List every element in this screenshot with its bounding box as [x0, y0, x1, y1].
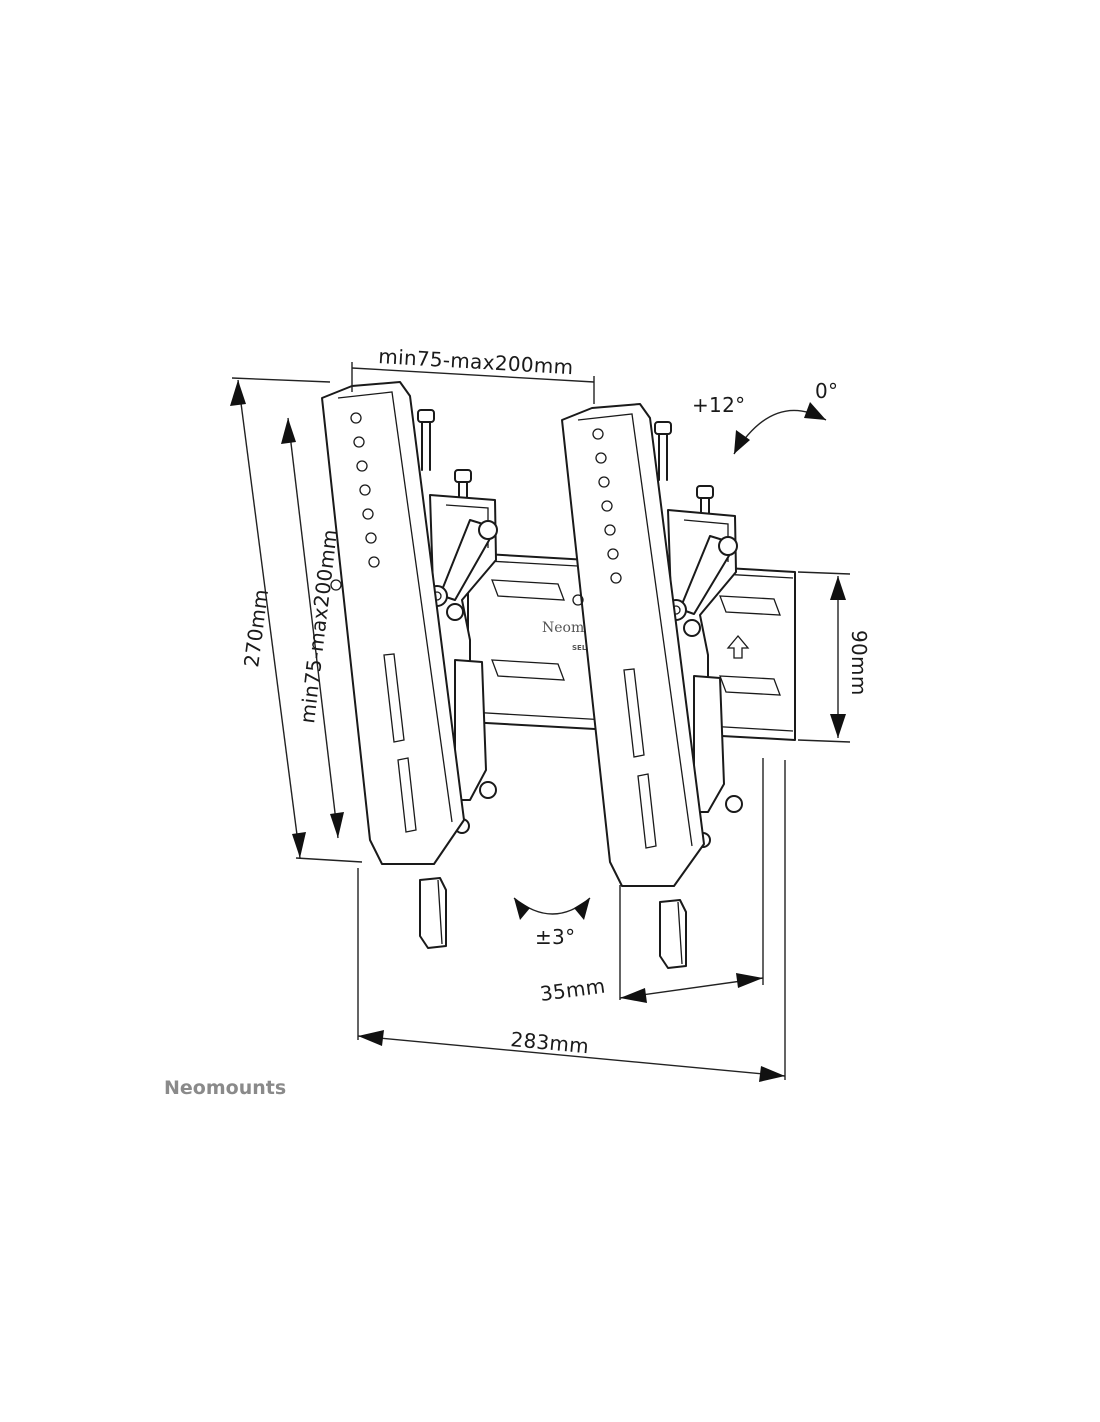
label-total-width: 283mm	[510, 1027, 591, 1058]
label-top-width: min75-max200mm	[378, 344, 574, 379]
plate-sub: SELE	[572, 644, 591, 652]
label-outer-height: 270mm	[239, 588, 273, 669]
left-strip	[321, 381, 465, 949]
label-roll: ±3°	[535, 925, 575, 949]
plate-logo: Neom	[542, 620, 584, 636]
label-plate-height: 90mm	[847, 630, 871, 696]
brand-logo: Neomounts	[164, 1077, 286, 1099]
dimension-lines	[230, 362, 851, 1082]
label-tilt-up: +12°	[692, 393, 745, 417]
right-strip	[561, 403, 705, 969]
label-tilt-zero: 0°	[815, 379, 838, 403]
label-inner-height: min75-max200mm	[295, 528, 342, 725]
label-depth: 35mm	[539, 974, 607, 1006]
